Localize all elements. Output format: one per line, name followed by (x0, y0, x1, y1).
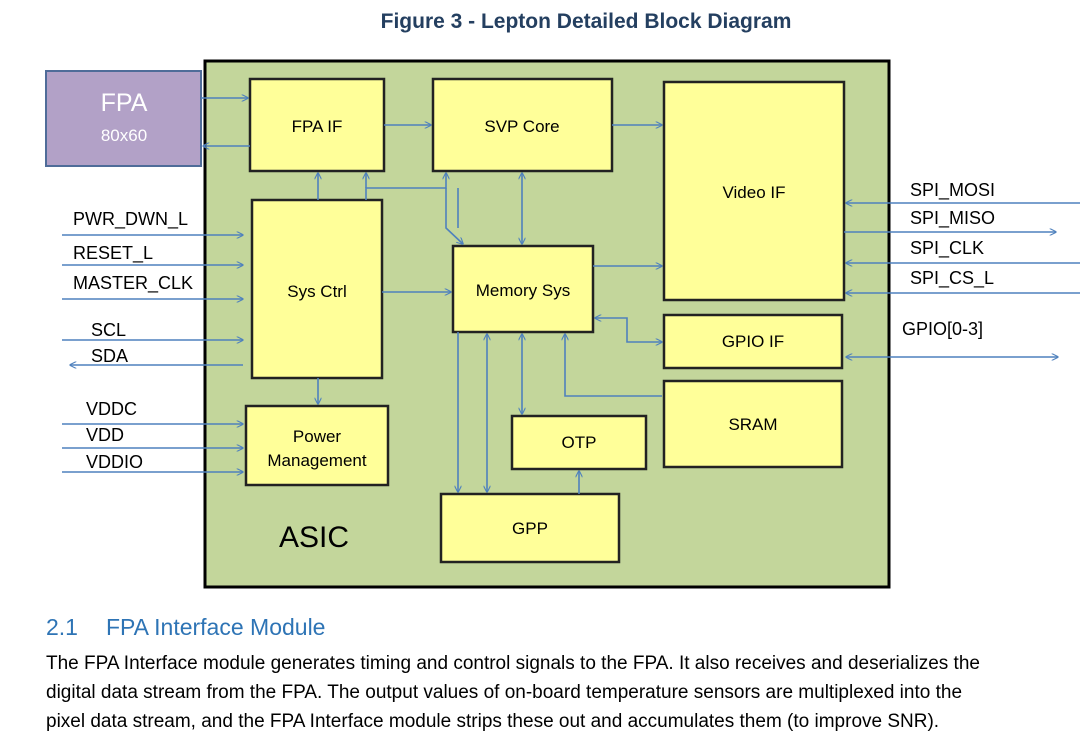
video-if-block (662, 80, 846, 302)
signal-spi-mosi: SPI_MOSI (910, 180, 995, 201)
memory-sys-block (451, 244, 595, 334)
video-if-label: Video IF (722, 183, 785, 202)
body-line-3: pixel data stream, and the FPA Interface… (46, 711, 940, 732)
gpio-if-block (662, 313, 844, 370)
signal-vdd: VDD (86, 425, 124, 445)
fpa-if-label: FPA IF (292, 117, 343, 136)
power-management-label-1: Power (293, 427, 342, 446)
arrow-sys-ctrl-to-svp-core (365, 173, 446, 200)
sys-ctrl-block (250, 198, 384, 380)
signal-reset-l: RESET_L (73, 243, 153, 264)
signal-sda: SDA (91, 346, 128, 366)
signal-pwr-dwn-l: PWR_DWN_L (73, 209, 188, 230)
memory-sys-label: Memory Sys (476, 281, 570, 300)
fpa-block (45, 70, 202, 167)
section-heading: 2.1 FPA Interface Module (46, 614, 325, 641)
body-line-2: digital data stream from the FPA. The ou… (46, 682, 963, 703)
signal-vddc: VDDC (86, 399, 137, 419)
power-management-block (244, 404, 390, 487)
signal-spi-clk: SPI_CLK (910, 238, 984, 259)
signal-spi-cs-l: SPI_CS_L (910, 268, 994, 289)
sram-block (662, 379, 844, 469)
power-management-label-2: Management (267, 451, 367, 470)
fpa-if-block (248, 77, 386, 173)
fpa-size-label: 80x60 (101, 126, 147, 145)
fpa-label: FPA (101, 89, 148, 117)
section-title: FPA Interface Module (106, 614, 326, 640)
gpp-label: GPP (512, 519, 548, 538)
body-line-1: The FPA Interface module generates timin… (46, 653, 980, 674)
signal-scl: SCL (91, 320, 126, 340)
figure-title: Figure 3 - Lepton Detailed Block Diagram (380, 10, 792, 33)
signal-spi-miso: SPI_MISO (910, 208, 995, 229)
section-number: 2.1 (46, 614, 78, 640)
arrow-memory-sys-sram (565, 334, 662, 397)
block-diagram: ASIC FPA 80x60 FPA IF SVP Core Video IF … (45, 59, 1080, 589)
otp-block (510, 414, 648, 471)
arrow-memory-sys-gpio-if (595, 318, 662, 342)
arrow-to-memory-sys (445, 188, 463, 244)
sram-label: SRAM (728, 415, 777, 434)
sys-ctrl-label: Sys Ctrl (287, 282, 347, 301)
section-body: The FPA Interface module generates timin… (46, 649, 1080, 736)
svp-core-label: SVP Core (484, 117, 559, 136)
signal-vddio: VDDIO (86, 452, 143, 472)
signal-master-clk: MASTER_CLK (73, 273, 193, 294)
signal-gpio: GPIO[0-3] (902, 319, 983, 339)
asic-label: ASIC (279, 521, 349, 554)
otp-label: OTP (562, 433, 597, 452)
gpp-block (439, 492, 621, 564)
gpio-if-label: GPIO IF (722, 332, 784, 351)
